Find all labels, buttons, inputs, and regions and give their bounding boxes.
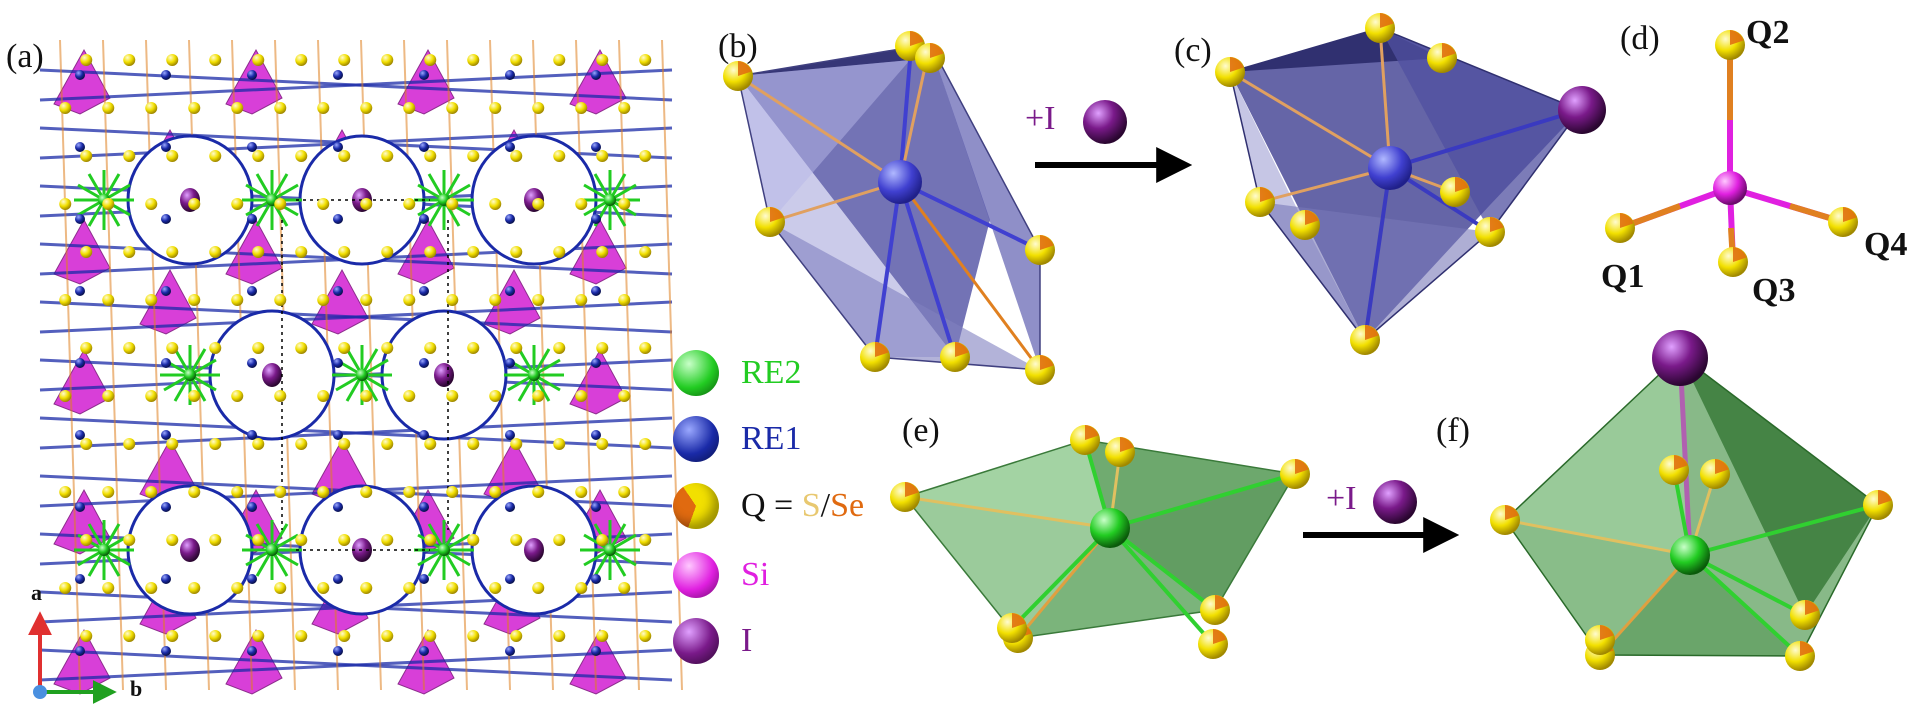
panel-label-e: (e) [902,412,940,449]
panel-label-f: (f) [1436,412,1470,449]
q2-label: Q2 [1746,14,1790,51]
q4-label: Q4 [1864,226,1908,263]
axis-indicator [28,611,117,704]
arrow-bottom [1303,480,1460,553]
si-tetrahedron-d [1618,45,1844,263]
q-atom [1863,490,1893,520]
legend-q-se: Se [830,487,865,524]
arrow-top-label: +I [1025,100,1056,137]
q-atom [1427,43,1457,73]
i-atom-icon [673,618,719,664]
crystal-structure-panel-a [39,39,683,695]
arrow-bottom-label: +I [1326,480,1357,517]
q-atom [1440,177,1470,207]
q-atom [1585,625,1615,655]
legend-re2: RE2 [673,350,801,396]
q-atom [1785,641,1815,671]
q-atom [1070,425,1100,455]
panel-label-a: (a) [6,38,44,75]
q-atom [1490,505,1520,535]
q-atom [1025,235,1055,265]
iodine-atom [262,363,282,387]
q-atom [723,61,753,91]
iodine-atom [434,363,454,387]
q-atom [940,342,970,372]
axis-label-b: b [130,676,143,701]
q-atom [755,207,785,237]
legend-i-label: I [741,622,753,659]
q-atom [1290,210,1320,240]
q-atom [1718,247,1748,277]
q-atom [1025,355,1055,385]
legend-re1: RE1 [673,416,801,462]
q-atom [1828,207,1858,237]
polyhedron-b [737,43,1042,371]
q-atom [1659,455,1689,485]
legend-si: Si [673,552,769,598]
q-atoms-f [1490,455,1893,671]
q-atom [860,342,890,372]
q-atom [1245,187,1275,217]
axis-label-a: a [31,580,42,605]
q-atoms-d [1605,30,1858,277]
re2-atom-icon [673,350,719,396]
legend-i: I [673,618,752,664]
legend-q-label: Q = S/Se [741,487,864,525]
si-tetrahedron [225,48,283,115]
legend-q-prefix: Q = [741,487,802,524]
legend-re1-label: RE1 [741,420,802,457]
q-atom [1475,217,1505,247]
iodine-atom [524,538,544,562]
q-atom [1200,595,1230,625]
polyhedron-c [1229,27,1606,342]
q-atom [1105,437,1135,467]
arrow-top [1035,100,1193,183]
re1-atom-icon [673,416,719,462]
q-atom [890,482,920,512]
q-atom [1605,213,1635,243]
q-atom [1350,325,1380,355]
polyhedron-e [903,439,1297,646]
panel-label-c: (c) [1174,32,1212,69]
legend-si-label: Si [741,556,770,593]
q-atom [1198,629,1228,659]
polyhedron-f [1504,330,1879,658]
q-atom [915,43,945,73]
q-atom [1215,57,1245,87]
si-tetrahedron [225,628,283,695]
q-atoms-b [723,31,1055,385]
q-atom [1715,30,1745,60]
q-atoms-e [890,425,1310,659]
legend-q-slash: / [820,487,831,524]
q-atom [1790,600,1820,630]
legend-q: Q = S/Se [673,483,864,529]
q3-label: Q3 [1752,272,1796,309]
panel-label-b: (b) [718,28,758,65]
panel-label-d: (d) [1620,20,1660,57]
q-atom-icon [673,483,719,529]
legend-re2-label: RE2 [741,354,802,391]
iodine-atom [180,538,200,562]
q-atoms-c [1215,13,1505,355]
q-atom [1280,459,1310,489]
q-atom [1700,459,1730,489]
si-atom-icon [673,552,719,598]
q-atom [1365,13,1395,43]
q-atom [997,613,1027,643]
legend-q-s: S [801,487,821,524]
q1-label: Q1 [1601,258,1645,295]
